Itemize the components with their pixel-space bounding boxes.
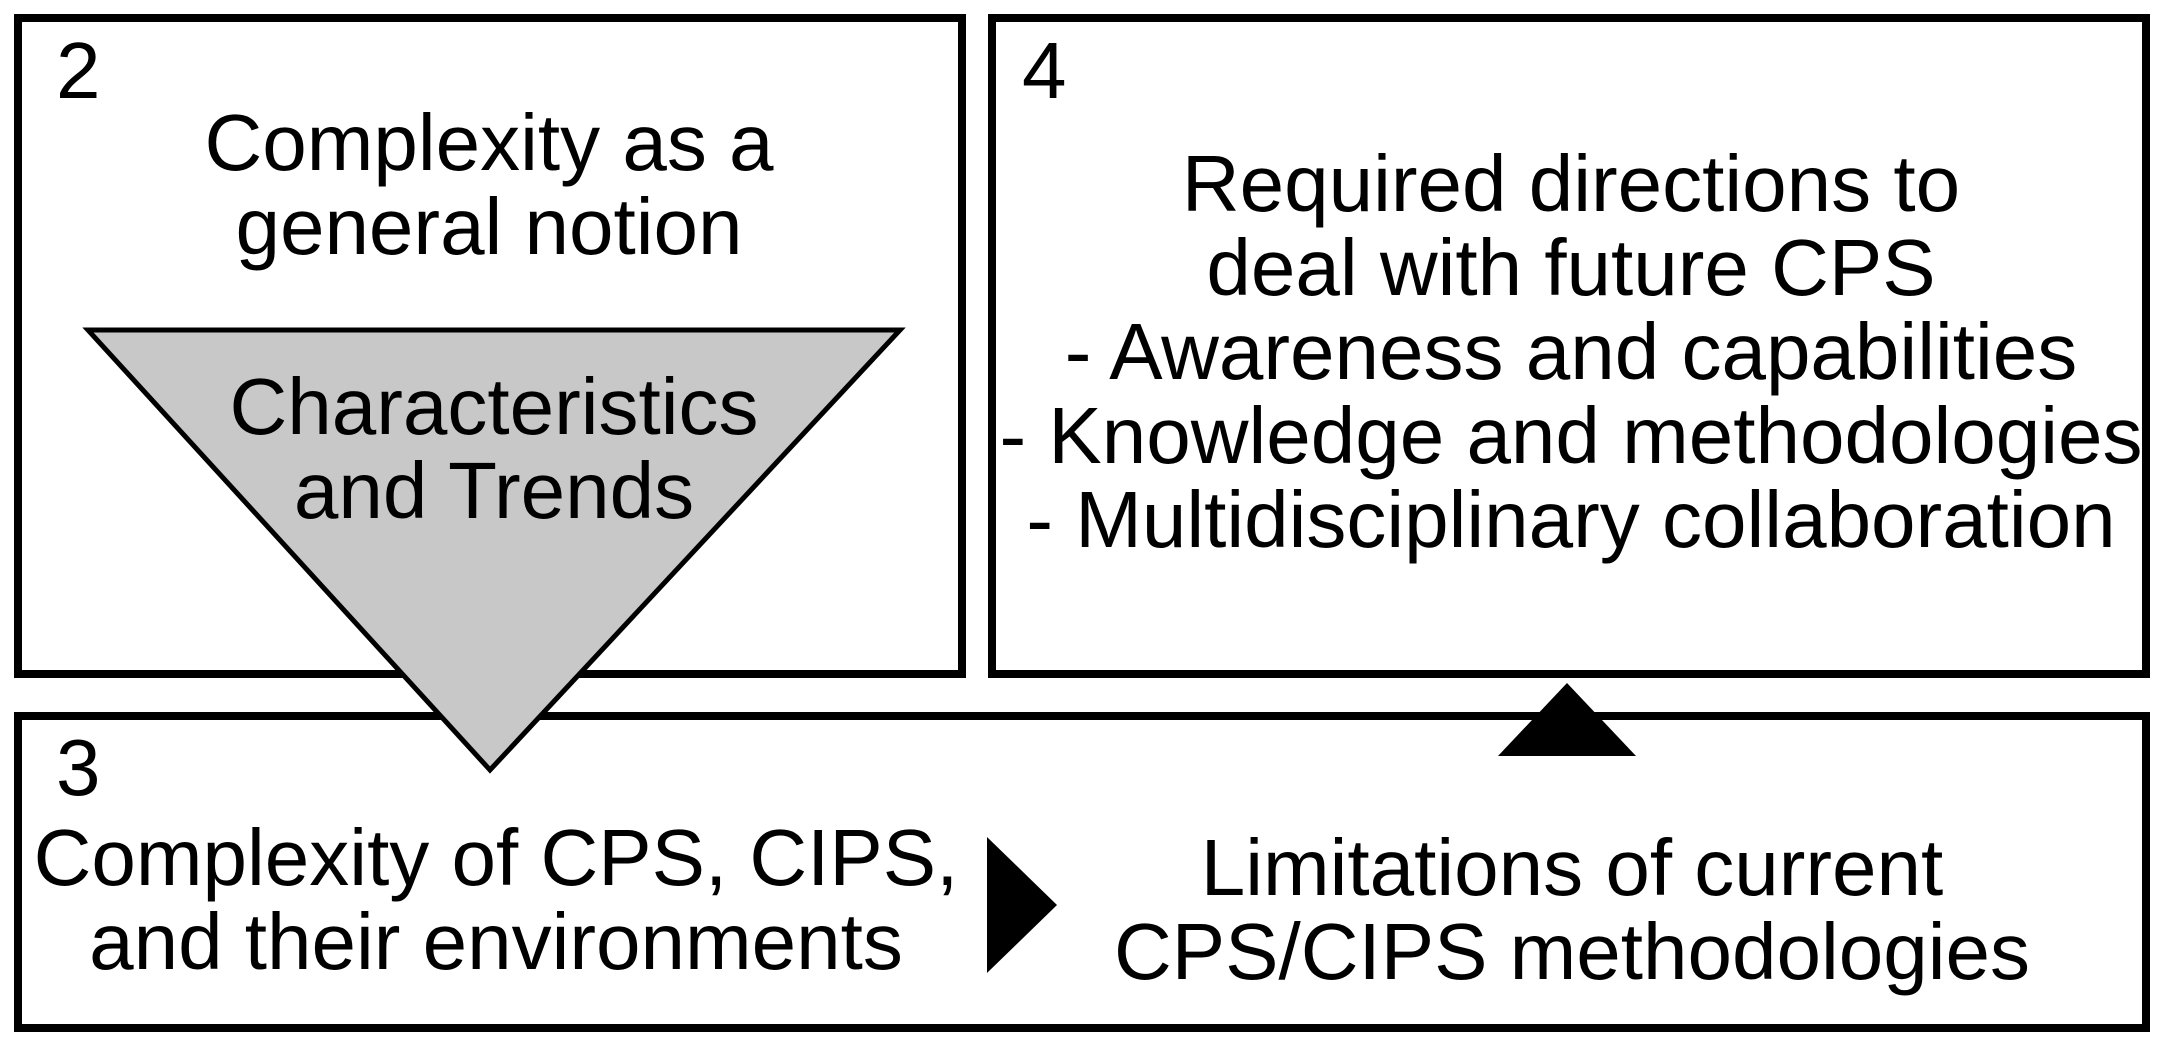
section-4-bullet-3: - Multidisciplinary collaboration [1026,475,2116,564]
section-4-bullet-1: - Awareness and capabilities [1064,307,2078,396]
section-4-text: Required directions to deal with future … [995,142,2147,562]
section-3-number: 3 [56,723,101,812]
section-2-number: 2 [56,26,101,115]
section-4-title-line-2: deal with future CPS [1206,223,1936,312]
funnel-text: Characteristics and Trends [94,365,894,533]
section-2-text: Complexity as a general notion [21,101,957,269]
section-3-right-line-1: Limitations of current [1200,823,1944,912]
section-3-right-line-2: CPS/CIPS methodologies [1113,907,2030,996]
section-3-right-text: Limitations of current CPS/CIPS methodol… [1090,826,2054,994]
section-3-left-text: Complexity of CPS, CIPS, and their envir… [21,816,971,984]
section-3-left-line-2: and their environments [89,897,903,986]
section-4-number: 4 [1022,26,1067,115]
section-4-title-line-1: Required directions to [1181,139,1961,228]
funnel-line-1: Characteristics [229,362,759,451]
funnel-line-2: and Trends [293,446,695,535]
section-2-line-2: general notion [235,182,743,271]
section-3-left-line-1: Complexity of CPS, CIPS, [33,813,959,902]
section-4-bullet-2: - Knowledge and methodologies [999,391,2143,480]
section-2-line-1: Complexity as a [204,98,774,187]
section-4-box [988,14,2150,678]
